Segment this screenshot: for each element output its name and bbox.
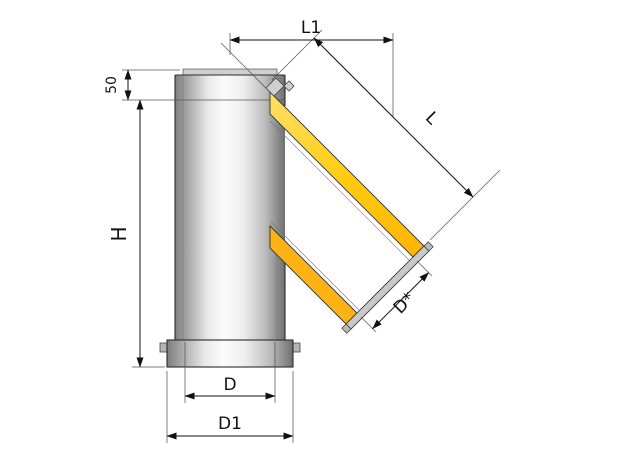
dim-L1-label: L1 (301, 18, 321, 38)
dim-L-line (313, 37, 474, 198)
base-tab-left (159, 342, 168, 353)
dim-H-label: H (107, 226, 131, 241)
base-tab-right (292, 342, 301, 353)
dim-50-label: 50 (104, 76, 120, 94)
pipe-shell (175, 75, 285, 340)
dim-D1-label: D1 (218, 414, 242, 434)
dim-D-label: D (223, 375, 236, 395)
branch-end-tab-upper (423, 241, 434, 252)
dim-Dstar-line (372, 272, 429, 329)
ext-branch-wall-to-L1 (220, 42, 271, 93)
ext-branch-opening-face (429, 169, 501, 241)
base-shell (166, 339, 294, 368)
branch-inner-liner-lower (270, 221, 360, 311)
branch-top-flange-notch (283, 80, 295, 92)
pipe-body (174, 68, 286, 340)
pipe-inner-liner-top (182, 68, 278, 76)
ext-dstar-upper (416, 260, 433, 277)
base-flange (159, 339, 301, 368)
ext-dstar-lower (360, 316, 377, 333)
branch-end-tab-lower (341, 323, 352, 334)
